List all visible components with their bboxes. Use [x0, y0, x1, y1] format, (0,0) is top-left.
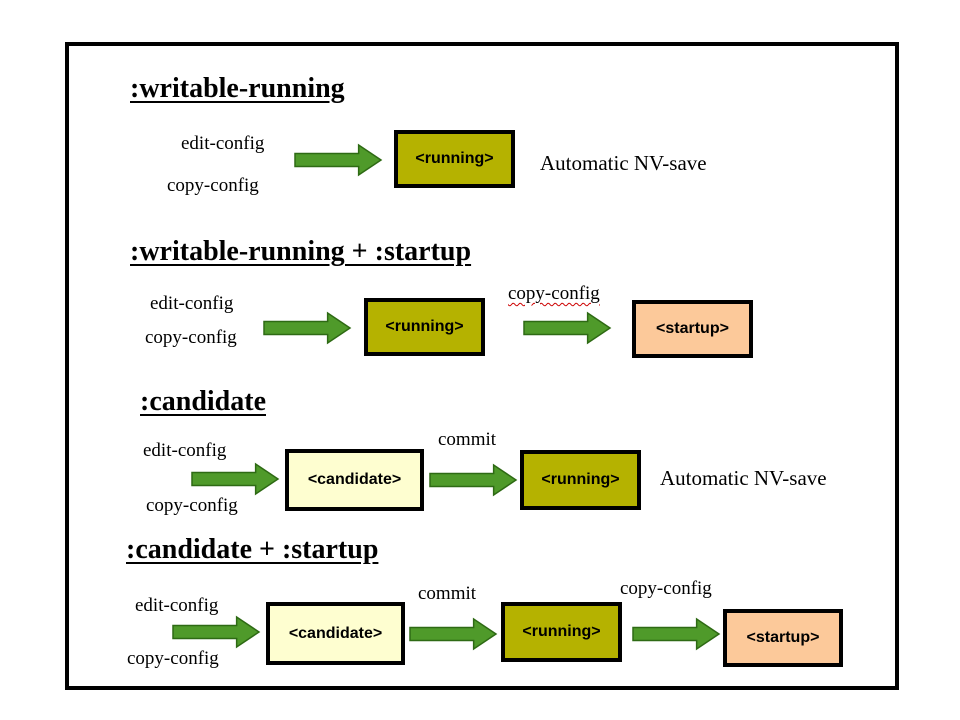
arrow-label-copy-config: copy-config	[508, 283, 600, 304]
box-candidate: <candidate>	[266, 602, 405, 665]
op-edit-config: edit-config	[135, 595, 219, 616]
arrow-to-candidate	[191, 462, 280, 496]
arrow-shape	[172, 615, 261, 649]
box-candidate: <candidate>	[285, 449, 424, 511]
op-copy-config: copy-config	[145, 327, 237, 348]
section-heading-candidate-startup: :candidate + :startup	[126, 534, 379, 565]
note-automatic-nv-save: Automatic NV-save	[540, 151, 707, 175]
arrow-shape	[429, 463, 518, 497]
box-running: <running>	[520, 450, 641, 510]
diagram-frame	[65, 42, 899, 690]
section-heading-writable-running: :writable-running	[130, 73, 345, 104]
arrow-label-copy-config: copy-config	[620, 578, 712, 599]
arrow-shape	[523, 311, 612, 345]
op-copy-config: copy-config	[146, 495, 238, 516]
note-automatic-nv-save: Automatic NV-save	[660, 466, 827, 490]
arrow-shape	[191, 462, 280, 496]
arrow-candidate-to-running	[409, 617, 498, 651]
arrow-running-to-startup	[523, 311, 612, 345]
arrow-running-to-startup	[632, 617, 721, 651]
arrow-to-running	[294, 143, 383, 177]
arrow-shape	[409, 617, 498, 651]
op-edit-config: edit-config	[181, 133, 265, 154]
box-running: <running>	[364, 298, 485, 356]
arrow-label-commit: commit	[438, 429, 497, 450]
box-running: <running>	[501, 602, 622, 662]
arrow-shape	[263, 311, 352, 345]
arrow-label-commit: commit	[418, 583, 477, 604]
op-edit-config: edit-config	[150, 293, 234, 314]
arrow-shape	[632, 617, 721, 651]
arrow-to-candidate	[172, 615, 261, 649]
op-copy-config: copy-config	[167, 175, 259, 196]
section-heading-candidate: :candidate	[140, 386, 266, 417]
box-startup: <startup>	[723, 609, 843, 667]
box-startup: <startup>	[632, 300, 753, 358]
arrow-shape	[294, 143, 383, 177]
box-running: <running>	[394, 130, 515, 188]
arrow-candidate-to-running	[429, 463, 518, 497]
op-copy-config: copy-config	[127, 648, 219, 669]
section-heading-writable-running-startup: :writable-running + :startup	[130, 236, 472, 267]
op-edit-config: edit-config	[143, 440, 227, 461]
arrow-to-running	[263, 311, 352, 345]
